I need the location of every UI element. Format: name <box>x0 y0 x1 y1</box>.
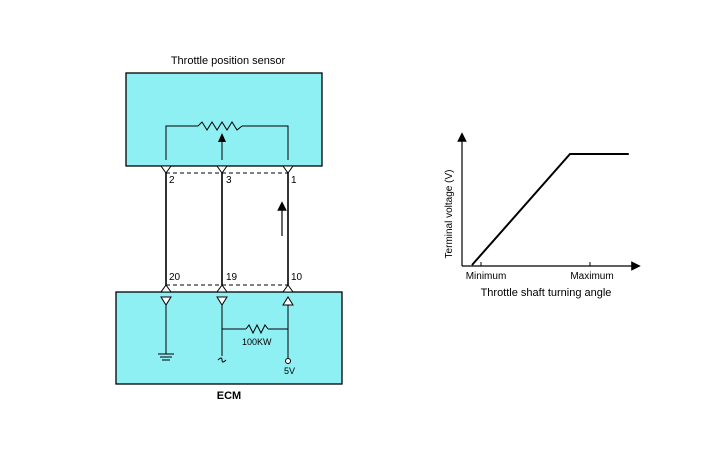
x-tick-label-minimum: Minimum <box>466 271 507 282</box>
wiper-arrow <box>218 133 226 142</box>
supply-label: 5V <box>284 366 295 376</box>
series-line <box>471 153 629 266</box>
chart: Minimum Maximum Throttle shaft turning a… <box>444 132 641 299</box>
ecm-circuit <box>158 296 294 364</box>
sensor-pin-3: 3 <box>226 175 232 186</box>
sensor-box <box>125 72 323 167</box>
pullup-resistor <box>245 323 269 335</box>
resistor-label: 100KW <box>242 337 272 347</box>
ecm-pin-10: 10 <box>291 272 303 283</box>
sensor-connectors <box>160 165 294 174</box>
sensor-pin-2: 2 <box>169 175 175 186</box>
ecm-pin-19: 19 <box>226 272 238 283</box>
shield-lines <box>166 172 288 286</box>
sensor-pin-1: 1 <box>291 175 297 186</box>
ecm-box <box>115 291 343 385</box>
x-tick-label-maximum: Maximum <box>570 271 613 282</box>
sensor-title: Throttle position sensor <box>171 55 286 67</box>
x-axis-label: Throttle shaft turning angle <box>481 287 612 299</box>
y-axis-label: Terminal voltage (V) <box>444 170 455 259</box>
harness-wires <box>165 173 289 285</box>
ecm-connectors <box>160 284 294 293</box>
ecm-pin-20: 20 <box>169 272 181 283</box>
ecm-title: ECM <box>217 390 241 402</box>
potentiometer-resistor <box>197 121 243 131</box>
